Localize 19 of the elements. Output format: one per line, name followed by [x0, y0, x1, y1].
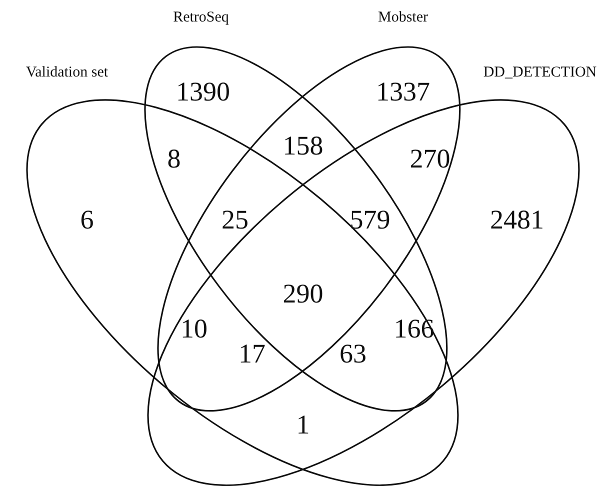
region-count: 579 [350, 204, 390, 236]
region-count: 25 [222, 204, 248, 236]
region-count: 10 [180, 314, 208, 344]
region-count: 290 [282, 278, 324, 310]
set-label: RetroSeq [173, 10, 229, 26]
region-count: 17 [238, 338, 266, 370]
region-count: 1337 [376, 76, 430, 108]
region-count: 8 [167, 144, 181, 174]
region-count: 2481 [490, 204, 544, 236]
set-label: Validation set [26, 64, 108, 82]
set-label: Mobster [378, 10, 428, 26]
region-count: 270 [410, 144, 450, 174]
set-label: DD_DETECTION [483, 64, 597, 82]
region-count: 158 [282, 130, 324, 162]
region-count: 63 [340, 338, 366, 370]
region-count: 1390 [176, 76, 230, 108]
region-count: 166 [394, 314, 434, 344]
region-count: 1 [296, 410, 310, 440]
region-count: 6 [80, 204, 94, 236]
